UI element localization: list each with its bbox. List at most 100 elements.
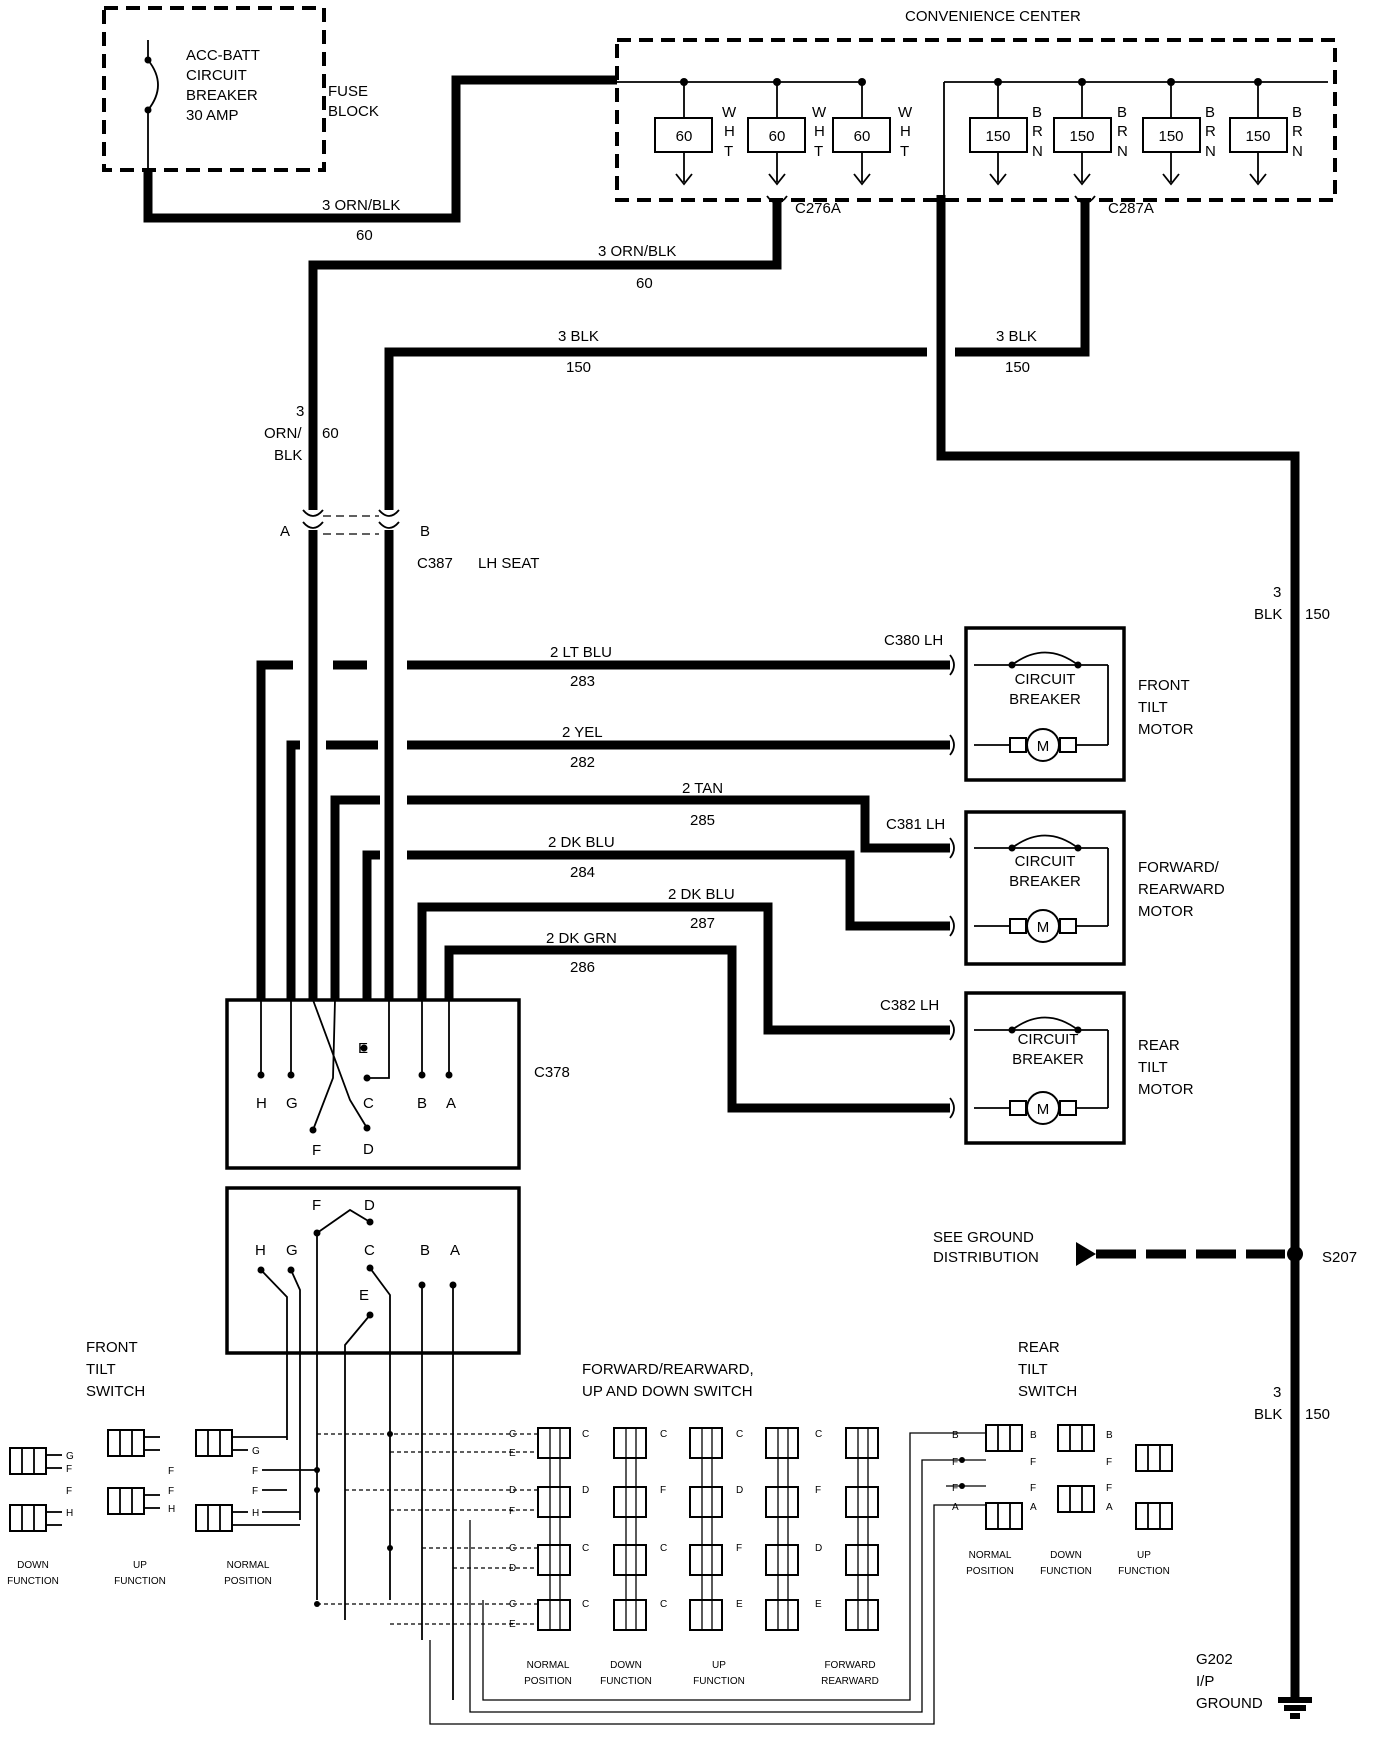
svg-text:C: C — [660, 1429, 667, 1440]
svg-text:G: G — [252, 1446, 260, 1457]
svg-text:B: B — [1205, 104, 1215, 121]
svg-text:F: F — [66, 1464, 72, 1475]
right-blk-1: 3 — [1273, 584, 1281, 601]
fwd-pos-4-a: FORWARD — [824, 1660, 875, 1671]
right-blk-2: BLK — [1254, 606, 1282, 623]
svg-text:B: B — [1292, 104, 1302, 121]
front-pos-3-a: NORMAL — [227, 1560, 270, 1571]
rear-tilt-title-2: TILT — [1018, 1361, 1048, 1378]
motor-m-3: M — [1037, 1101, 1050, 1118]
c378-pin-b: B — [417, 1095, 427, 1112]
fwd-col-5 — [845, 1427, 879, 1631]
dk-blu-284-label: 2 DK BLU — [548, 834, 615, 851]
motor-wire-labels: 2 LT BLU 283 2 YEL 282 2 TAN 285 2 DK BL… — [546, 632, 945, 1014]
motor-forward-rearward: M CIRCUIT BREAKER FORWARD/ REARWARD MOTO… — [949, 810, 1225, 966]
switch-pin-e: E — [359, 1287, 369, 1304]
motor-3-name-2: TILT — [1138, 1059, 1168, 1076]
svg-text:N: N — [1292, 143, 1303, 160]
svg-text:F: F — [252, 1466, 258, 1477]
see-ground-2: DISTRIBUTION — [933, 1249, 1039, 1266]
breaker-symbol — [147, 59, 159, 111]
switch-pin-b: B — [420, 1242, 430, 1259]
convenience-center-title: CONVENIENCE CENTER — [905, 8, 1081, 25]
svg-text:T: T — [900, 143, 909, 160]
switch-pin-c: C — [364, 1242, 375, 1259]
svg-text:N: N — [1032, 143, 1043, 160]
dk-grn-label: 2 DK GRN — [546, 930, 617, 947]
fwd-pos-1-b: POSITION — [524, 1676, 572, 1687]
wire-w2-circuit: 60 — [636, 275, 653, 292]
svg-text:C: C — [736, 1429, 743, 1440]
svg-text:B: B — [1030, 1430, 1037, 1441]
front-tilt-title-2: TILT — [86, 1361, 116, 1378]
svg-text:N: N — [1205, 143, 1216, 160]
front-pos-3-b: POSITION — [224, 1576, 272, 1587]
front-pos-2-a: UP — [133, 1560, 147, 1571]
c378-pin-d: D — [363, 1141, 374, 1158]
breaker-line-1: ACC-BATT — [186, 47, 260, 64]
fwd-pos-2-a: DOWN — [610, 1660, 642, 1671]
motor-front-tilt: M CIRCUIT BREAKER FRONT TILT MOTOR — [949, 626, 1194, 782]
vert-orn-circuit: 60 — [322, 425, 339, 442]
c276a-terminal — [766, 195, 788, 204]
svg-text:R: R — [1032, 123, 1043, 140]
svg-text:W: W — [898, 104, 913, 121]
seat-harness — [256, 530, 950, 1113]
fwd-col-1 — [537, 1427, 571, 1631]
c378-pin-h: H — [256, 1095, 267, 1112]
wire-dk-blu-287 — [417, 902, 950, 1035]
switch-pin-a: A — [450, 1242, 460, 1259]
g202-line-1: G202 — [1196, 1651, 1233, 1668]
svg-text:W: W — [722, 104, 737, 121]
wire-orn-blk-1 — [143, 75, 617, 223]
svg-text:C: C — [582, 1429, 589, 1440]
svg-text:F: F — [168, 1466, 174, 1477]
fwd-col-3 — [689, 1427, 723, 1631]
c378-pin-e: E — [358, 1040, 368, 1057]
svg-text:F: F — [952, 1457, 958, 1468]
fwd-col-2 — [613, 1427, 647, 1631]
fuse-150-4 — [1229, 117, 1288, 153]
motor-2-name-3: MOTOR — [1138, 903, 1194, 920]
svg-text:B: B — [1117, 104, 1127, 121]
fwd-pos-3-b: FUNCTION — [693, 1676, 745, 1687]
wire-w1-label: 3 ORN/BLK — [322, 197, 400, 214]
connector-c387: A B C387 LH SEAT — [280, 509, 539, 572]
ground-arrow — [1076, 1242, 1096, 1266]
g202-line-2: I/P — [1196, 1673, 1214, 1690]
breaker-line-2: CIRCUIT — [186, 67, 247, 84]
cb-2-line-1: CIRCUIT — [1015, 853, 1076, 870]
fuse-150-4-label: 150 — [1245, 128, 1270, 145]
front-tilt-title-3: SWITCH — [86, 1383, 145, 1400]
motor-2-name-2: REARWARD — [1138, 881, 1225, 898]
motor-1-name-1: FRONT — [1138, 677, 1190, 694]
brn-labels-4: B R N — [1292, 104, 1303, 160]
svg-text:C: C — [815, 1429, 822, 1440]
power-wiring: 3 ORN/BLK 60 3 ORN/BLK 60 3 ORN/ BLK 60 … — [143, 75, 1330, 1700]
wire-dk-grn-286 — [444, 945, 950, 1113]
svg-text:D: D — [509, 1563, 516, 1574]
svg-text:H: H — [724, 123, 735, 140]
svg-text:A: A — [952, 1502, 959, 1513]
front-pos-2-b: FUNCTION — [114, 1576, 166, 1587]
splice-s207-label: S207 — [1322, 1249, 1357, 1266]
svg-text:E: E — [815, 1599, 822, 1610]
svg-text:A: A — [1106, 1502, 1113, 1513]
wire-blk-150-right — [955, 200, 1090, 357]
fwd-pos-4-b: REARWARD — [821, 1676, 879, 1687]
svg-text:B: B — [1106, 1430, 1113, 1441]
see-ground-1: SEE GROUND — [933, 1229, 1034, 1246]
switch-pin-d: D — [364, 1197, 375, 1214]
svg-text:F: F — [252, 1486, 258, 1497]
rear-tilt-switch-contacts: B F F A B F F A B F F A NORMAL POSITION … — [946, 1424, 1173, 1577]
fuse-150-2 — [1053, 117, 1112, 153]
lt-blu-label: 2 LT BLU — [550, 644, 612, 661]
svg-text:T: T — [724, 143, 733, 160]
wire-orn-blk-2 — [308, 200, 782, 510]
fwd-pos-2-b: FUNCTION — [600, 1676, 652, 1687]
fuse-150-3-label: 150 — [1158, 128, 1183, 145]
right-blk2-circuit: 150 — [1305, 1406, 1330, 1423]
motor-3-name-3: MOTOR — [1138, 1081, 1194, 1098]
wire-w4-circuit: 150 — [1005, 359, 1030, 376]
